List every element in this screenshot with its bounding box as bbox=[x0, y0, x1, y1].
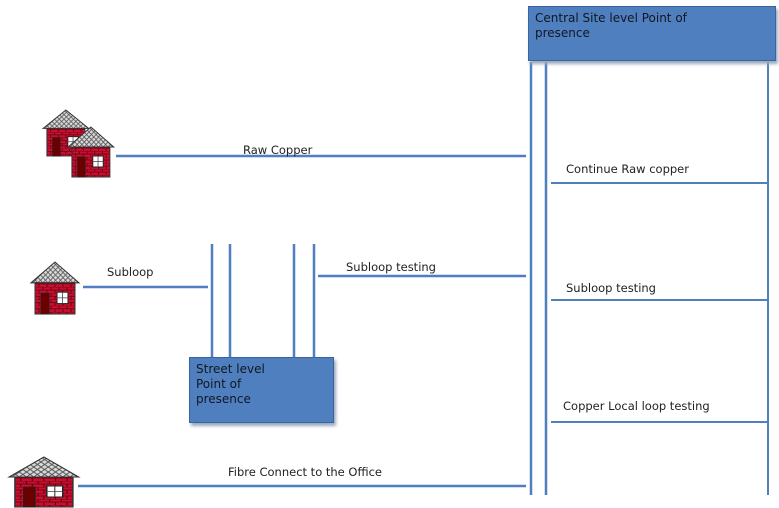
street-risers bbox=[210, 244, 316, 357]
central-riser bbox=[529, 62, 548, 495]
subloop-testing-label: Subloop testing bbox=[346, 260, 436, 274]
central-site-pop-label: Central Site level Point of presence bbox=[535, 11, 687, 40]
house-icon bbox=[8, 456, 80, 508]
subloop-label: Subloop bbox=[107, 265, 154, 279]
street-level-pop-box: Street level Point of presence bbox=[189, 357, 334, 423]
street-level-pop-label: Street level Point of presence bbox=[196, 362, 265, 406]
house-icon bbox=[30, 261, 80, 315]
raw-copper-label: Raw Copper bbox=[243, 143, 313, 157]
copper-local-loop-testing-label: Copper Local loop testing bbox=[563, 399, 710, 413]
fibre-label: Fibre Connect to the Office bbox=[228, 465, 382, 479]
central-section-lines bbox=[551, 62, 769, 495]
continue-raw-copper-label: Continue Raw copper bbox=[566, 162, 689, 176]
central-subloop-testing-label: Subloop testing bbox=[566, 281, 656, 295]
central-site-pop-box: Central Site level Point of presence bbox=[528, 6, 776, 61]
